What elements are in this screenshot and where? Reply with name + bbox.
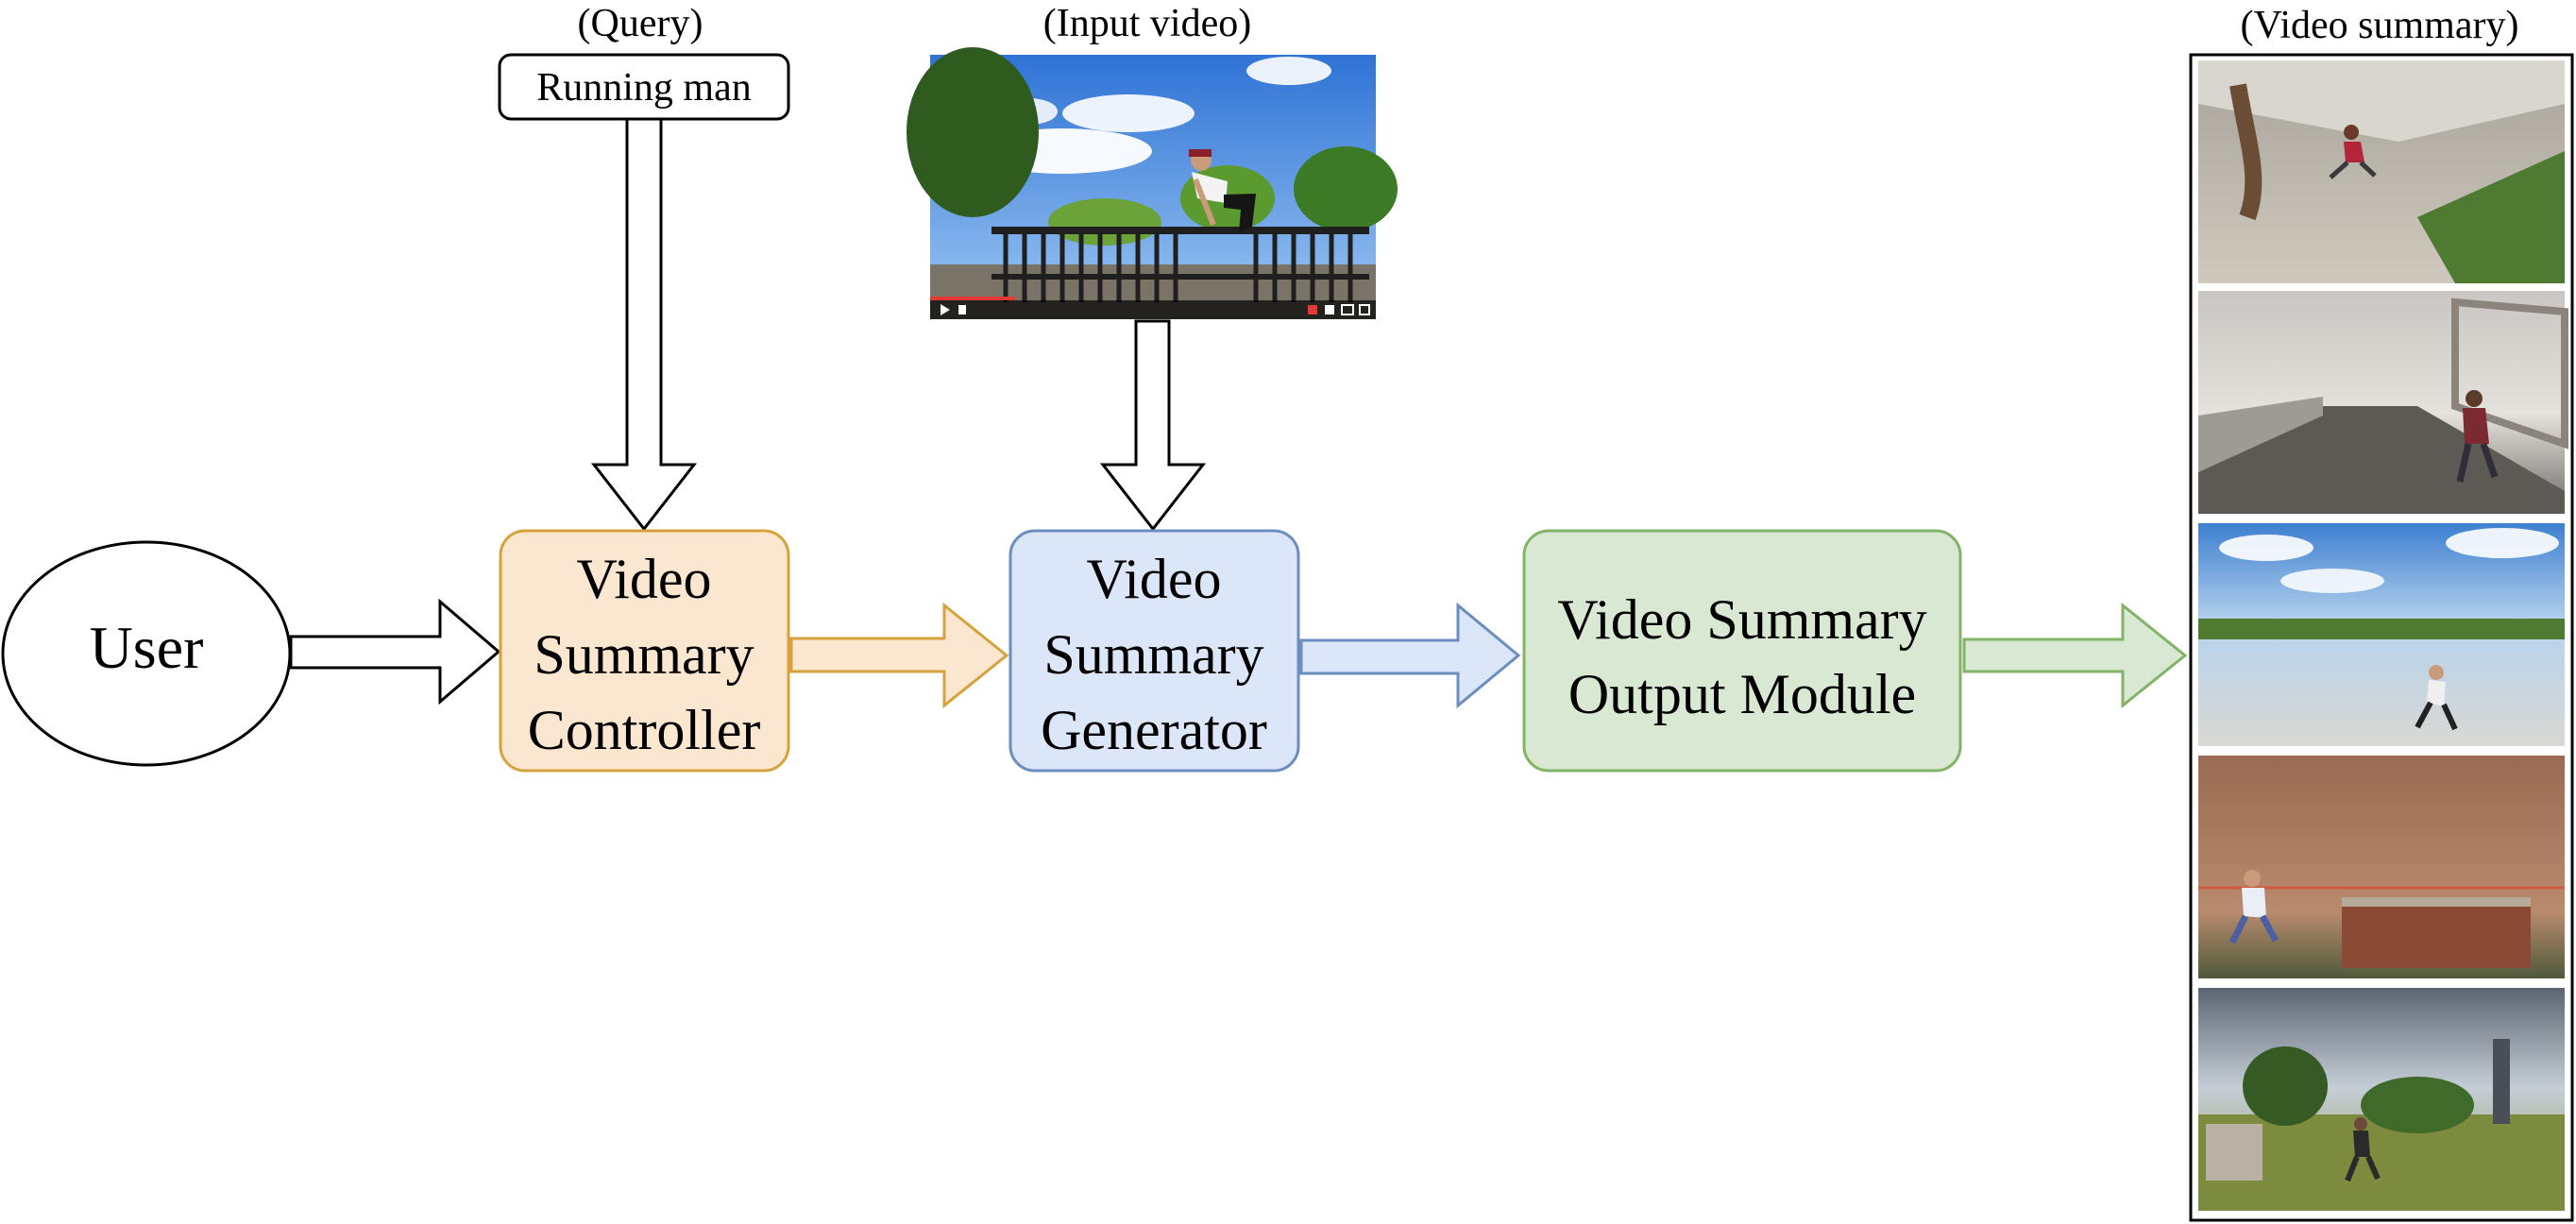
query-caption: (Query) [578,2,703,45]
generator-label-line-2: Summary [1043,623,1263,686]
video-to-generator-arrow [1099,319,1207,532]
controller-label-line-1: Video [576,548,711,610]
controller-to-generator-arrow [789,602,1009,709]
generator-label-line-3: Generator [1041,699,1267,761]
summary-frame-1 [2198,60,2565,283]
query-text: Running man [536,66,752,110]
video-summary-output-module-node: Video Summary Output Module [1522,529,1962,773]
output-label-line-2: Output Module [1568,663,1916,725]
output-label-line-1: Video Summary [1557,588,1926,651]
summary-frame-5 [2198,988,2565,1211]
input-video-thumbnail [907,47,1398,319]
input-video-caption: (Input video) [1043,2,1251,45]
user-node: User [1,540,292,767]
controller-label-line-2: Summary [534,623,754,686]
query-box: Running man [498,53,790,121]
output-to-summary-arrow [1962,602,2188,709]
generator-to-output-arrow [1299,602,1521,709]
controller-label-line-3: Controller [528,699,761,761]
video-summary-caption: (Video summary) [2241,4,2519,47]
video-summary-generator-node: Video Summary Generator [1008,529,1300,773]
summary-frame-2 [2198,291,2568,514]
query-to-controller-arrow [590,117,698,532]
video-summary-strip [2189,53,2574,1222]
user-label: User [90,614,204,681]
user-to-controller-arrow [289,598,501,706]
summary-frame-4 [2198,756,2565,978]
video-summary-controller-node: Video Summary Controller [499,529,790,773]
generator-label-line-1: Video [1086,548,1221,610]
summary-frame-3 [2198,523,2565,746]
